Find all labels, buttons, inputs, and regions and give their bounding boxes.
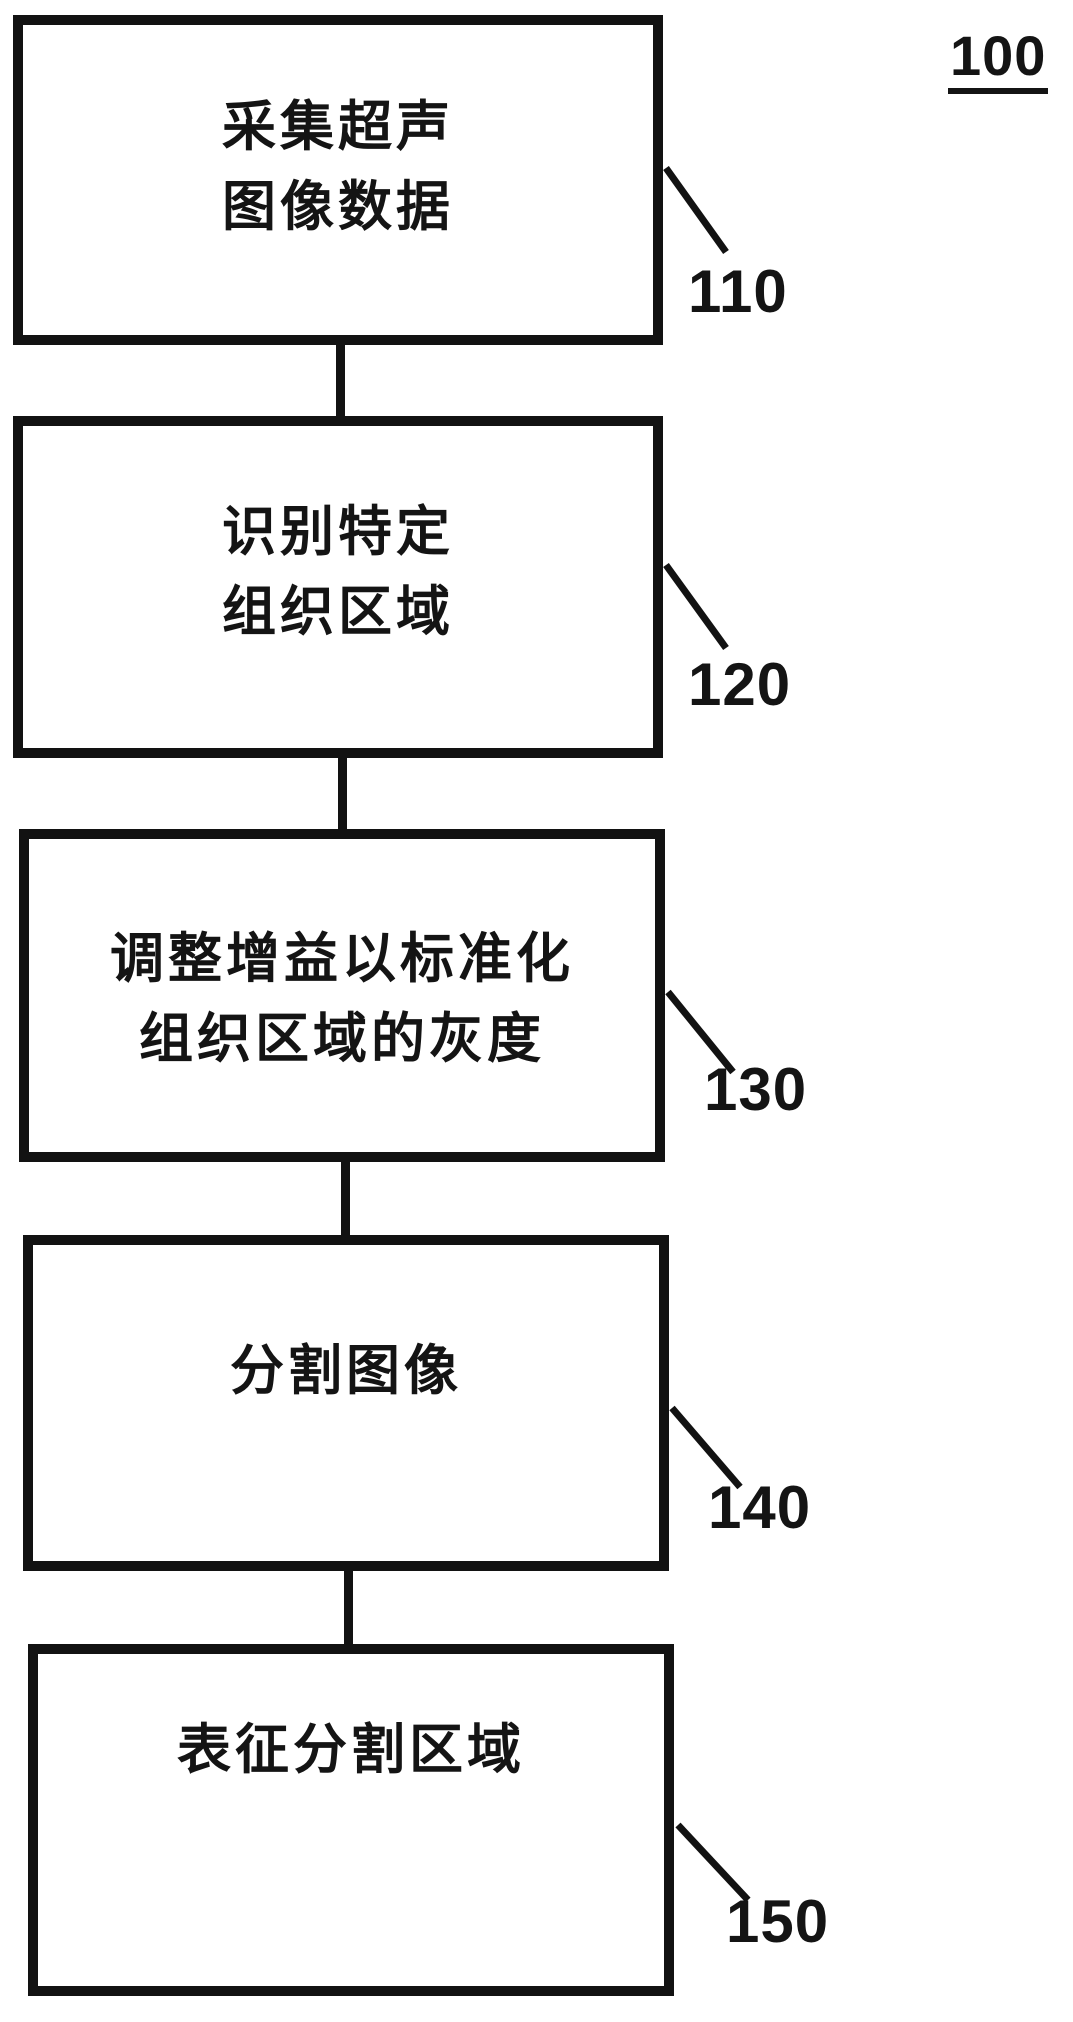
connector-120-130 <box>338 750 347 836</box>
leader-line-110 <box>663 165 729 255</box>
ref-label-120: 120 <box>688 651 792 718</box>
step-box-110: 采集超声 图像数据 <box>13 15 663 345</box>
step-text-line: 表征分割区域 <box>177 1720 525 1780</box>
connector-110-120 <box>336 338 345 423</box>
step-text-line: 调整增益以标准化 <box>110 929 574 989</box>
step-box-120: 识别特定 组织区域 <box>13 416 663 758</box>
connector-140-150 <box>344 1563 353 1651</box>
step-text-line: 组织区域 <box>222 582 454 642</box>
leader-line-120 <box>663 562 729 651</box>
ref-label-150: 150 <box>726 1888 830 1955</box>
ref-label-110: 110 <box>688 258 788 325</box>
ref-label-140: 140 <box>708 1474 812 1541</box>
step-text-line: 采集超声 <box>222 97 454 157</box>
step-box-140: 分割图像 <box>23 1235 669 1571</box>
step-box-150: 表征分割区域 <box>28 1644 674 1996</box>
connector-130-140 <box>341 1154 350 1242</box>
step-text-line: 识别特定 <box>222 502 454 562</box>
step-text-line: 分割图像 <box>230 1341 462 1401</box>
figure-number: 100 <box>948 28 1049 94</box>
step-box-130: 调整增益以标准化 组织区域的灰度 <box>19 829 665 1162</box>
step-text-line: 组织区域的灰度 <box>139 1009 545 1069</box>
step-text-line: 图像数据 <box>222 177 454 237</box>
ref-label-130: 130 <box>704 1056 808 1123</box>
